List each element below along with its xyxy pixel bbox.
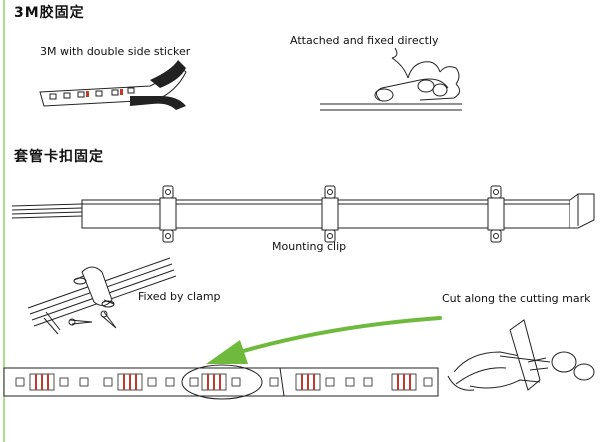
heading-3m: 3M胶固定 [14,5,85,21]
led-segment [363,373,433,391]
cut-mark-highlight [181,364,263,400]
heading-clip: 套管卡扣固定 [14,149,104,165]
mounting-tube-illustration [11,193,595,229]
clamp-illustration [27,257,177,335]
led-segment [189,373,241,391]
led-segment [269,373,355,391]
mounting-clip [159,185,177,243]
led-segment [15,373,89,391]
sticker-strip-illustration [39,60,187,110]
caption-clamp: Fixed by clamp [138,290,221,303]
caption-attached: Attached and fixed directly [290,34,439,47]
caption-mounting-clip: Mounting clip [272,240,347,253]
caption-sticker: 3M with double side sticker [40,45,191,58]
caption-cut: Cut along the cutting mark [442,292,591,305]
mounting-clip [321,185,339,243]
attached-hand-illustration [320,47,462,111]
mounting-clip [487,185,505,243]
led-segment [103,373,175,391]
led-strip-bottom [3,364,439,400]
scissors-cut-illustration [447,319,595,391]
direction-arrow [206,316,442,364]
